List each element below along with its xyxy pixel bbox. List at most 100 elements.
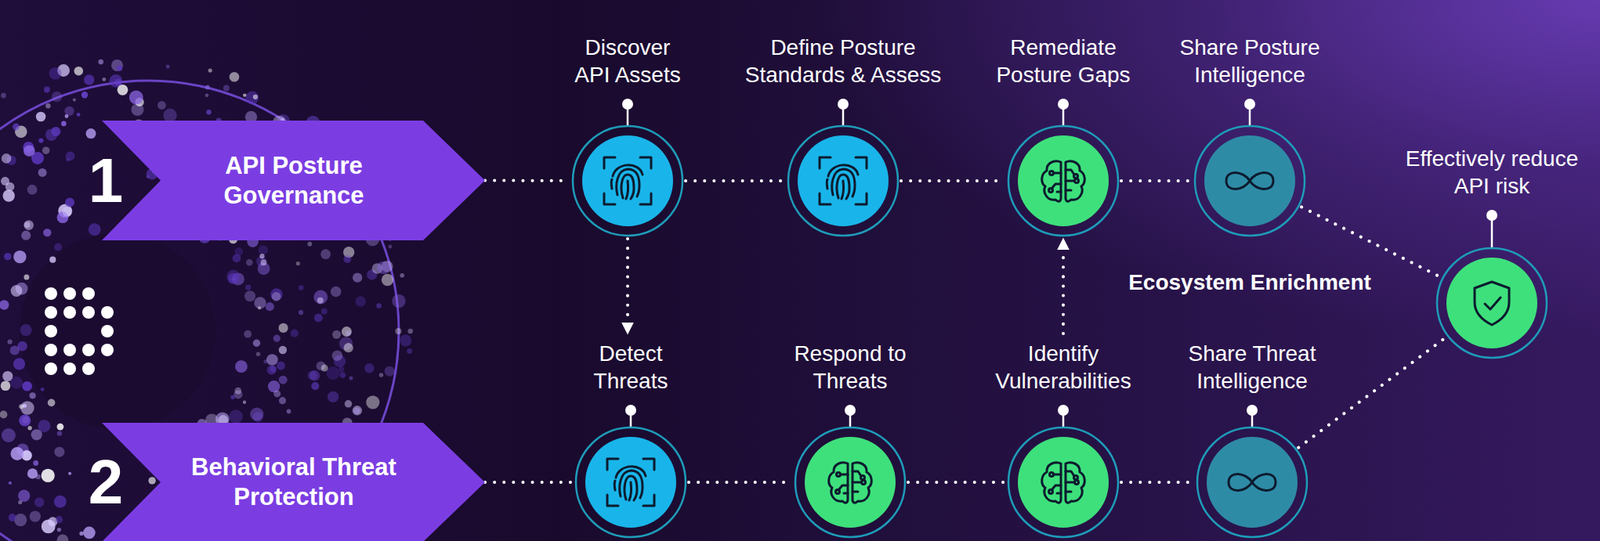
logo-dot	[63, 306, 77, 319]
dotted-connector	[1298, 337, 1446, 448]
infinity-stroke	[1226, 172, 1274, 189]
particle-dot	[265, 302, 275, 312]
step-circle: Respond to Threats	[783, 340, 917, 541]
particle-dot	[43, 228, 51, 237]
particle-dot	[230, 395, 235, 400]
particle-dot	[27, 426, 32, 431]
particle-dot	[10, 447, 25, 461]
particle-dot	[365, 395, 380, 410]
particle-dot	[41, 469, 55, 483]
circle-fill	[585, 437, 677, 529]
number-holder: 1	[82, 120, 130, 241]
step-number: 1	[88, 149, 124, 213]
dark-disc	[19, 233, 216, 430]
particle-dot	[317, 297, 324, 305]
dotted-connector	[901, 179, 1006, 183]
particle-dot	[42, 146, 51, 155]
particle-dot	[271, 292, 282, 302]
particle-dot	[278, 397, 286, 405]
particle-dot	[21, 231, 31, 241]
particle-dot	[394, 328, 402, 335]
particle-dot	[57, 528, 62, 533]
logo-dot	[63, 287, 77, 301]
particle-dot	[290, 329, 299, 338]
brain-stroke	[1065, 471, 1075, 493]
dotted-connector	[685, 179, 786, 183]
particle-dot	[36, 112, 47, 123]
dotted-connector	[485, 481, 573, 485]
particle-dot	[8, 481, 12, 486]
particle-dot	[266, 354, 279, 366]
circle-fill	[1204, 135, 1296, 227]
title-holder: Behavioral Threat Protection	[176, 423, 412, 541]
outer-ring	[1008, 427, 1119, 538]
particle-dot	[258, 245, 268, 255]
particle-dot	[83, 527, 96, 540]
particle-dot	[8, 514, 17, 522]
particle-dot	[253, 94, 258, 100]
brain-icon	[1042, 463, 1086, 504]
shield-stroke	[1484, 297, 1501, 310]
fingerprint-stroke	[841, 180, 844, 200]
step-circle: Define Posture Standards & Assess	[739, 33, 947, 241]
particle-dot	[246, 259, 254, 267]
circle-fill	[582, 135, 674, 227]
particle-dot	[10, 285, 23, 297]
brain-icon	[1042, 161, 1086, 202]
brain-stroke	[1042, 463, 1061, 504]
particle-dot	[232, 253, 242, 263]
particle-dot	[49, 257, 56, 264]
particle-dot	[298, 310, 304, 315]
particle-dot	[343, 343, 354, 353]
particle-dot	[321, 365, 329, 373]
particle-dot	[278, 376, 288, 385]
particle-dot	[278, 346, 287, 355]
particle-dot	[21, 381, 33, 392]
particle-dot	[0, 380, 11, 391]
particle-dot	[259, 253, 265, 259]
band-fill	[101, 120, 486, 241]
particle-dot	[326, 366, 341, 381]
step-circle: Discover API Assets	[564, 33, 691, 241]
infinity-stroke	[1228, 474, 1276, 491]
shield-icon	[1474, 282, 1510, 326]
particle-dot	[76, 112, 81, 117]
pin-dot	[1486, 209, 1498, 221]
particle-dot	[399, 334, 412, 347]
particle-dot	[1, 153, 12, 164]
particle-dot	[407, 329, 413, 335]
fingerprint-stroke	[836, 174, 850, 200]
particle-dot	[381, 274, 394, 286]
particle-dot	[162, 108, 177, 123]
particle-dot	[38, 137, 44, 143]
logo-dot	[82, 306, 95, 319]
particle-dot	[341, 326, 352, 337]
step-circle: Identify Vulnerabilities	[984, 340, 1142, 541]
particle-dot	[40, 387, 45, 392]
chevron-band: 2Behavioral Threat Protection	[101, 423, 486, 541]
outer-ring	[1197, 427, 1307, 538]
particle-dot	[244, 290, 256, 302]
fingerprint-stroke	[626, 180, 629, 200]
circle-fill	[1017, 135, 1109, 227]
fingerprint-stroke	[604, 157, 652, 205]
particle-dot	[206, 109, 211, 115]
circle-fill	[804, 437, 896, 529]
particle-dot	[54, 447, 65, 458]
particle-dot	[49, 67, 62, 80]
particle-dot	[406, 348, 413, 355]
particle-dot	[349, 376, 354, 381]
particle-dot	[14, 514, 27, 527]
particle-dot	[223, 85, 230, 92]
particle-dot	[286, 409, 292, 415]
particle-dot	[7, 339, 13, 344]
particle-dot	[314, 314, 323, 323]
particle-dot	[340, 372, 347, 379]
circle-fill	[1017, 437, 1109, 529]
step-label: Respond to Threats	[783, 340, 917, 395]
particle-dot	[74, 66, 84, 77]
title-holder: API Posture Governance	[203, 120, 384, 241]
particle-dot	[245, 284, 251, 290]
particle-dot	[249, 407, 264, 421]
outer-ring	[788, 126, 898, 236]
